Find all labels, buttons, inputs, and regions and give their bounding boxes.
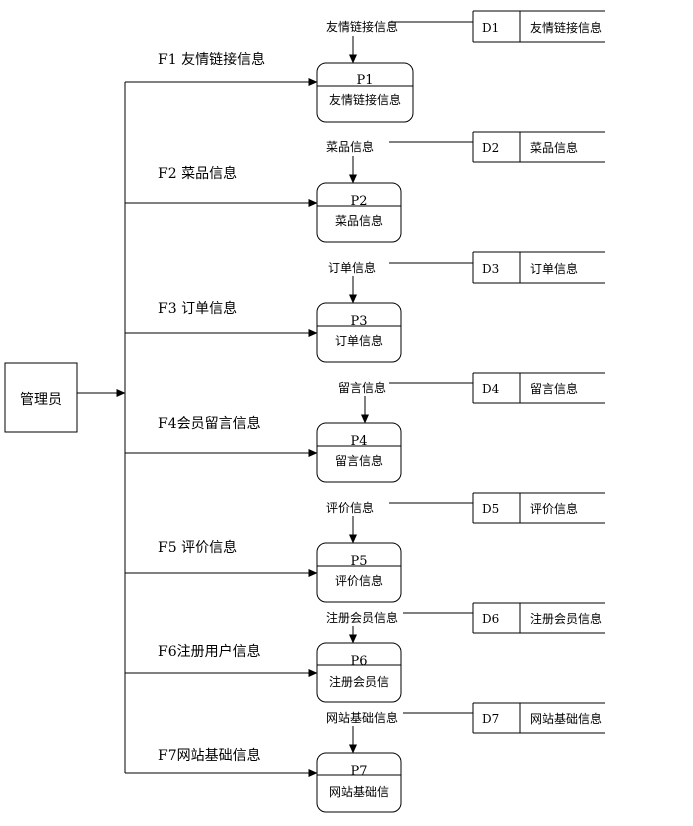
store-flow-label-d3: 订单信息 bbox=[328, 260, 376, 275]
data-store-d6: D6 注册会员信息 bbox=[472, 602, 605, 634]
store-id-d3: D3 bbox=[482, 262, 499, 276]
process-name-p1: 友情链接信息 bbox=[329, 92, 401, 107]
data-store-d3: D3 订单信息 bbox=[472, 251, 605, 284]
flow-row-2: F2 菜品信息 P2 菜品信息 菜品信息 D2 菜品信息 bbox=[125, 131, 605, 243]
external-entity-admin: 管理员 bbox=[4, 362, 78, 433]
flow-label-f7: F7网站基础信息 bbox=[158, 747, 261, 764]
store-flow-label-d2: 菜品信息 bbox=[326, 139, 374, 154]
process-id-p6: P6 bbox=[350, 654, 367, 669]
store-id-d1: D1 bbox=[482, 21, 499, 35]
process-id-p2: P2 bbox=[350, 194, 367, 209]
entity-label: 管理员 bbox=[20, 392, 62, 408]
process-name-p7: 网站基础信 bbox=[329, 785, 389, 799]
store-name-d7: 网站基础信息 bbox=[530, 711, 602, 726]
process-p5: P5 评价信息 bbox=[316, 542, 402, 603]
flow-label-f2: F2 菜品信息 bbox=[158, 165, 237, 182]
flow-label-f5: F5 评价信息 bbox=[158, 539, 237, 556]
process-name-p5: 评价信息 bbox=[335, 573, 383, 588]
process-id-p3: P3 bbox=[350, 314, 367, 329]
flow-row-6: F6注册用户信息 P6 注册会员信 注册会员信息 D6 注册会员信息 bbox=[125, 602, 605, 703]
store-flow-label-d4: 留言信息 bbox=[338, 380, 386, 395]
process-p1: P1 友情链接信息 bbox=[316, 62, 414, 123]
store-flow-label-d5: 评价信息 bbox=[326, 500, 374, 515]
data-store-d7: D7 网站基础信息 bbox=[472, 702, 605, 734]
process-name-p4: 留言信息 bbox=[335, 453, 383, 468]
store-id-d5: D5 bbox=[482, 502, 499, 516]
flow-label-f1: F1 友情链接信息 bbox=[158, 51, 265, 68]
store-name-d5: 评价信息 bbox=[530, 501, 578, 516]
store-flow-label-d1: 友情链接信息 bbox=[326, 19, 398, 34]
process-id-p1: P1 bbox=[356, 73, 373, 88]
data-store-d4: D4 留言信息 bbox=[472, 372, 605, 404]
data-store-d1: D1 友情链接信息 bbox=[472, 10, 605, 43]
flow-row-5: F5 评价信息 P5 评价信息 评价信息 D5 评价信息 bbox=[125, 492, 605, 603]
store-flow-label-d6: 注册会员信息 bbox=[326, 610, 398, 625]
process-name-p6: 注册会员信 bbox=[329, 674, 389, 689]
flow-label-f4: F4会员留言信息 bbox=[158, 415, 261, 432]
store-id-d4: D4 bbox=[482, 382, 500, 396]
store-id-d2: D2 bbox=[482, 141, 499, 155]
store-name-d6: 注册会员信息 bbox=[530, 611, 602, 626]
process-name-p2: 菜品信息 bbox=[335, 213, 383, 228]
flow-row-7: F7网站基础信息 P7 网站基础信 网站基础信息 D7 网站基础信息 bbox=[125, 702, 605, 813]
store-name-d1: 友情链接信息 bbox=[530, 20, 602, 35]
process-p2: P2 菜品信息 bbox=[316, 182, 402, 243]
store-name-d2: 菜品信息 bbox=[530, 140, 578, 155]
process-id-p7: P7 bbox=[350, 764, 367, 779]
flow-row-4: F4会员留言信息 P4 留言信息 留言信息 D4 留言信息 bbox=[125, 372, 605, 483]
store-id-d6: D6 bbox=[482, 612, 499, 626]
flow-label-f6: F6注册用户信息 bbox=[158, 643, 261, 660]
process-id-p4: P4 bbox=[350, 434, 367, 449]
process-name-p3: 订单信息 bbox=[335, 333, 383, 348]
process-p4: P4 留言信息 bbox=[316, 422, 402, 483]
store-name-d4: 留言信息 bbox=[530, 381, 578, 396]
store-id-d7: D7 bbox=[482, 712, 499, 726]
process-p6: P6 注册会员信 bbox=[316, 642, 402, 703]
flow-row-3: F3 订单信息 P3 订单信息 订单信息 D3 订单信息 bbox=[125, 251, 605, 363]
process-id-p5: P5 bbox=[350, 554, 367, 569]
data-store-d2: D2 菜品信息 bbox=[472, 131, 605, 163]
data-store-d5: D5 评价信息 bbox=[472, 492, 605, 524]
store-flow-label-d7: 网站基础信息 bbox=[326, 710, 398, 725]
flow-row-1: F1 友情链接信息 P1 友情链接信息 友情链接信息 D1 友情链接信息 bbox=[125, 10, 605, 123]
process-p3: P3 订单信息 bbox=[316, 302, 402, 363]
flow-label-f3: F3 订单信息 bbox=[158, 300, 237, 317]
store-name-d3: 订单信息 bbox=[530, 261, 578, 276]
process-p7: P7 网站基础信 bbox=[316, 752, 402, 813]
